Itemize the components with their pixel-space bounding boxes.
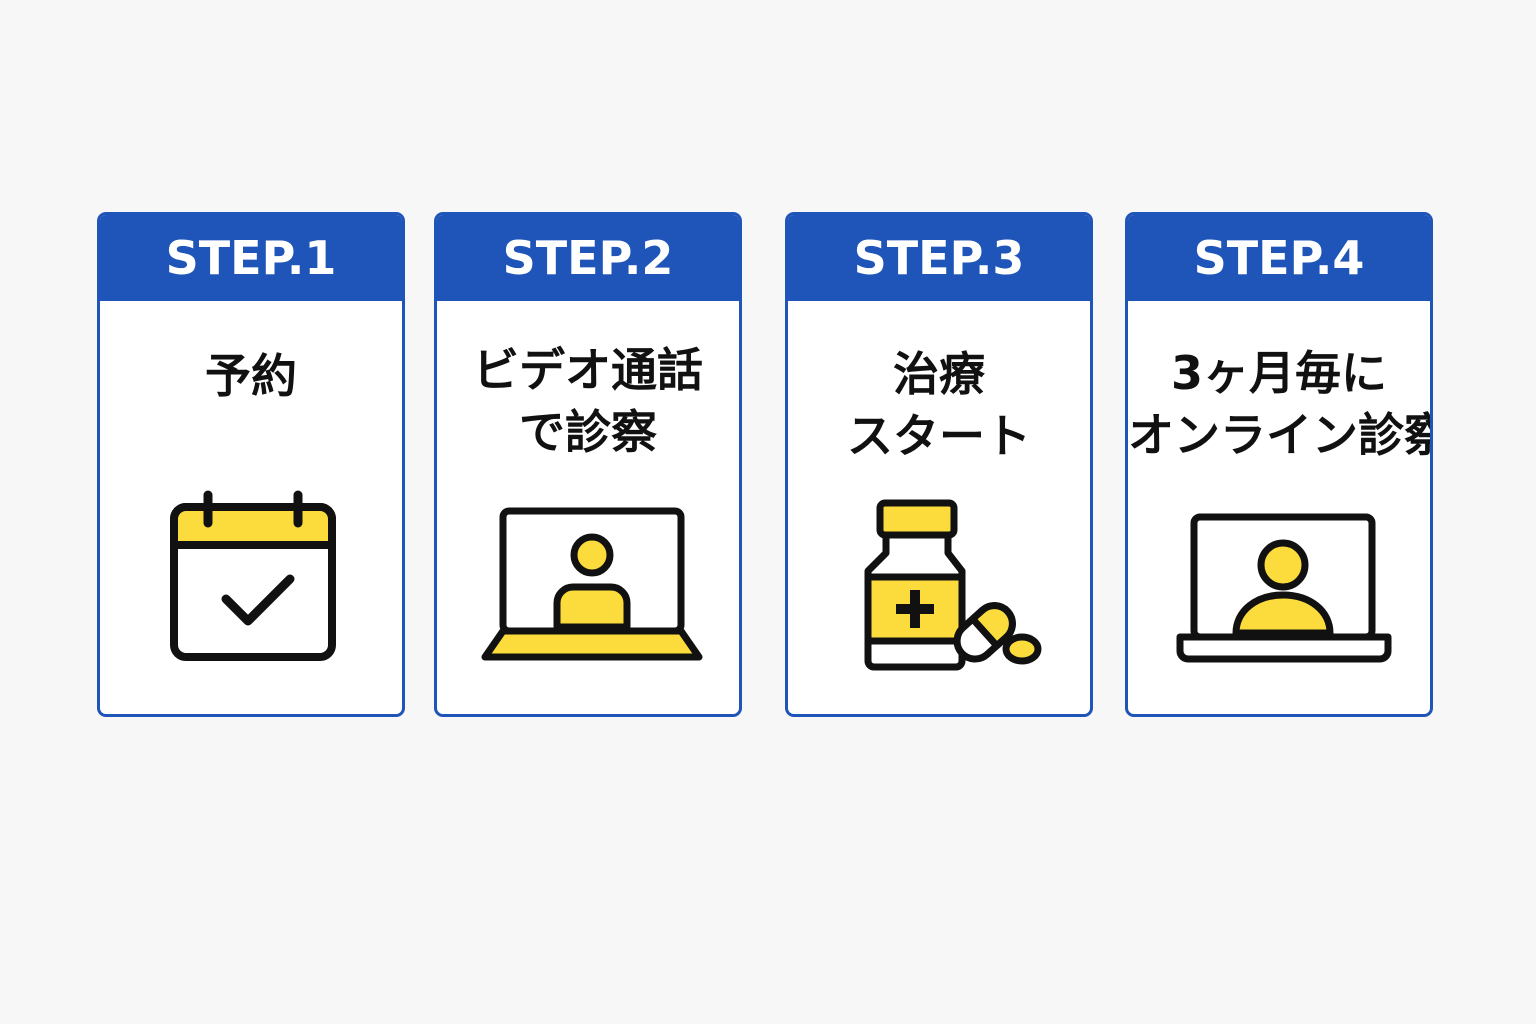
step-1-label: STEP.1	[100, 215, 402, 301]
step-3-label: STEP.3	[788, 215, 1090, 301]
step-card-2: STEP.2 ビデオ通話 で診察	[434, 212, 742, 717]
step-card-3: STEP.3 治療 スタート	[785, 212, 1093, 717]
step-2-title: ビデオ通話 で診察	[437, 339, 739, 463]
step-4-title-line-2: オンライン診察	[1128, 408, 1433, 462]
step-3-title-line-1: 治療	[893, 347, 985, 401]
laptop-person-icon	[1176, 513, 1392, 663]
step-3-title-line-2: スタート	[847, 409, 1031, 463]
step-card-4: STEP.4 3ヶ月毎に オンライン診察	[1125, 212, 1433, 717]
step-card-1: STEP.1 予約	[97, 212, 405, 717]
step-1-title-line-1: 予約	[205, 349, 297, 403]
step-4-title-line-1: 3ヶ月毎に	[1170, 346, 1387, 400]
step-2-title-line-1: ビデオ通話	[473, 343, 703, 397]
step-1-title: 予約	[100, 345, 402, 407]
step-2-label: STEP.2	[437, 215, 739, 301]
medicine-bottle-capsule-icon	[864, 499, 1042, 671]
calendar-check-icon	[170, 490, 336, 661]
laptop-video-call-icon	[481, 507, 703, 661]
step-3-title: 治療 スタート	[788, 343, 1090, 467]
step-2-title-line-2: で診察	[519, 405, 657, 459]
step-4-label: STEP.4	[1128, 215, 1430, 301]
step-4-title: 3ヶ月毎に オンライン診察	[1128, 342, 1430, 466]
